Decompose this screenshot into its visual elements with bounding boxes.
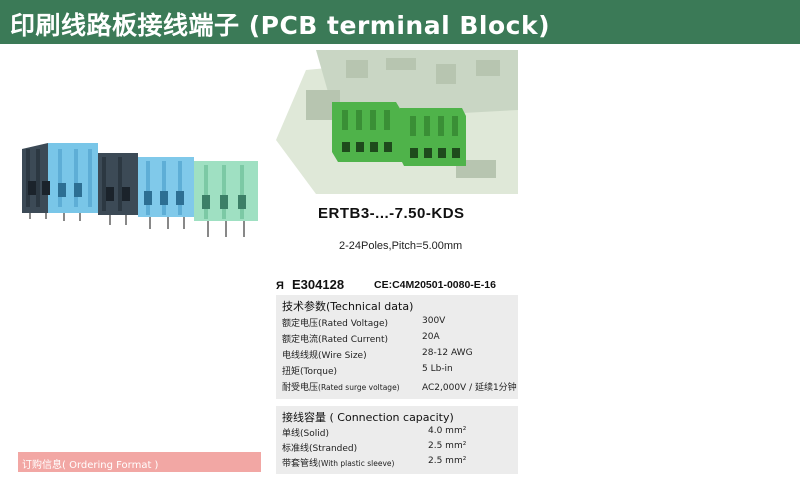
capacity-label: 标准线(Stranded) <box>282 444 358 454</box>
spec-row: 电线线规(Wire Size) 28-12 AWG <box>282 348 518 364</box>
spec-row: 扭矩(Torque) 5 Lb-in <box>282 364 518 380</box>
connection-capacity-panel: 接线容量 ( Connection capacity) 单线(Solid) 4.… <box>276 406 518 474</box>
spec-label: 耐受电压(Rated surge voltage) <box>282 380 400 393</box>
spec-value: 20A <box>422 332 440 342</box>
capacity-row: 单线(Solid) 4.0 mm² <box>282 426 518 441</box>
ce-number: CE:C4M20501-0080-E-16 <box>374 279 496 291</box>
spec-label: 扭矩(Torque) <box>282 367 337 377</box>
capacity-value: 2.5 mm² <box>428 456 467 466</box>
spec-value: 28-12 AWG <box>422 348 473 358</box>
spec-label: 电线线规(Wire Size) <box>282 351 367 361</box>
spec-label: 额定电流(Rated Current) <box>282 335 389 345</box>
ordering-format-label: 订购信息( Ordering Format ) <box>22 460 159 471</box>
ul-mark-icon: Я <box>276 280 284 292</box>
spec-value: 300V <box>422 316 446 326</box>
certification-row: Я E304128 CE:C4M20501-0080-E-16 <box>276 277 520 295</box>
capacity-label-small: (With plastic sleeve) <box>318 459 395 468</box>
pcb-board-image <box>276 50 518 194</box>
svg-text:Я: Я <box>276 280 284 292</box>
technical-data-panel: 技术参数(Technical data) 额定电压(Rated Voltage)… <box>276 295 518 399</box>
capacity-value: 4.0 mm² <box>428 426 467 436</box>
spec-row: 额定电压(Rated Voltage) 300V <box>282 316 518 332</box>
spec-row: 额定电流(Rated Current) 20A <box>282 332 518 348</box>
capacity-label: 单线(Solid) <box>282 429 329 439</box>
capacity-label-main: 带套管线 <box>282 459 319 469</box>
capacity-row: 标准线(Stranded) 2.5 mm² <box>282 441 518 456</box>
spec-label-small: (Rated surge voltage) <box>318 383 400 392</box>
terminal-block-image <box>22 143 258 237</box>
model-number: ERTB3-...-7.50-KDS <box>318 205 465 222</box>
ul-number: E304128 <box>292 277 345 292</box>
spec-label: 额定电压(Rated Voltage) <box>282 319 388 329</box>
spec-row: 耐受电压(Rated surge voltage) AC2,000V / 延续1… <box>282 380 518 396</box>
spec-value: 5 Lb-in <box>422 364 453 374</box>
capacity-label: 带套管线(With plastic sleeve) <box>282 456 394 469</box>
spec-value: AC2,000V / 延续1分钟 <box>422 383 517 393</box>
technical-data-title: 技术参数(Technical data) <box>282 300 414 313</box>
poles-pitch-text: 2-24Poles,Pitch=5.00mm <box>339 240 463 252</box>
spec-label-main: 耐受电压 <box>282 383 319 393</box>
header-bar: 印刷线路板接线端子 (PCB terminal Block) <box>0 0 800 44</box>
page-title: 印刷线路板接线端子 (PCB terminal Block) <box>10 11 551 40</box>
connection-capacity-title: 接线容量 ( Connection capacity) <box>282 411 454 424</box>
capacity-value: 2.5 mm² <box>428 441 467 451</box>
capacity-row: 带套管线(With plastic sleeve) 2.5 mm² <box>282 456 518 471</box>
ordering-format-bar: 订购信息( Ordering Format ) <box>18 452 261 472</box>
